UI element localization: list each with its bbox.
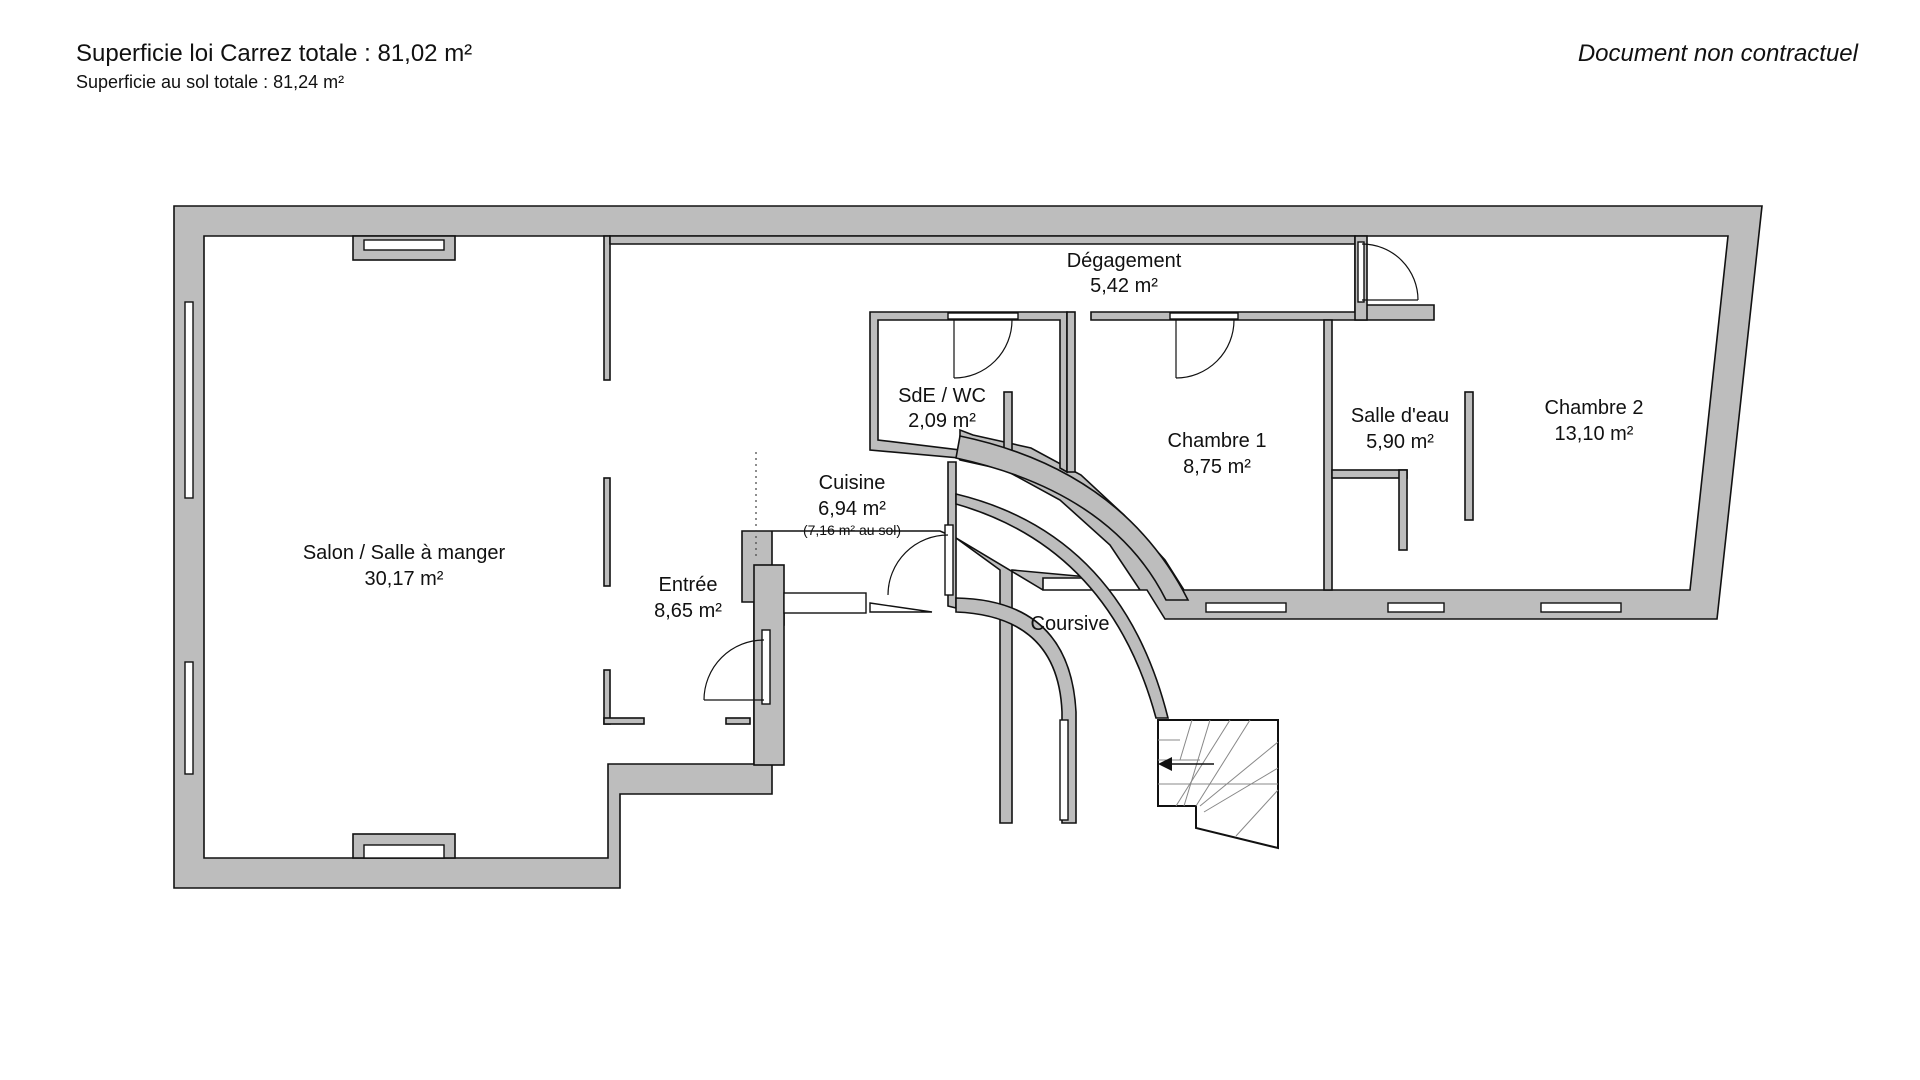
kitchen-counter — [783, 592, 867, 614]
room-area-sde-wc: 2,09 m² — [908, 410, 976, 432]
room-area-chambre2: 13,10 m² — [1555, 423, 1634, 445]
window — [184, 301, 194, 499]
stair-arrow-icon — [1158, 757, 1172, 771]
interior-walls — [603, 235, 1474, 766]
room-area-degagement: 5,42 m² — [1090, 275, 1158, 297]
room-name-salon: Salon / Salle à manger — [303, 542, 506, 564]
room-area-salle-eau: 5,90 m² — [1366, 431, 1434, 453]
stair-step — [1199, 741, 1279, 807]
door-swing — [887, 534, 949, 596]
floor-total-area: Superficie au sol totale : 81,24 m² — [76, 72, 345, 92]
window — [184, 661, 194, 775]
staircase — [1157, 719, 1279, 850]
door-swing — [1175, 319, 1235, 379]
room-area-entree: 8,65 m² — [654, 600, 722, 622]
partition — [1331, 469, 1408, 479]
partition — [1464, 391, 1474, 521]
stair-step — [1203, 767, 1279, 813]
room-labels: Salon / Salle à manger 30,17 m² Dégageme… — [303, 250, 1644, 635]
room-area-chambre1: 8,75 m² — [1183, 456, 1251, 478]
room-area-cuisine: 6,94 m² — [818, 498, 886, 520]
carrez-total-area: Superficie loi Carrez totale : 81,02 m² — [76, 40, 473, 67]
doors — [703, 243, 1419, 701]
window — [1205, 602, 1287, 613]
curved-wall — [955, 492, 1170, 719]
stair-step — [1175, 719, 1231, 807]
partition — [603, 477, 611, 587]
door-frame — [761, 629, 771, 705]
stair-step — [1183, 719, 1211, 807]
door-swing — [1361, 243, 1419, 301]
room-name-sde-wc: SdE / WC — [898, 385, 986, 407]
window — [1540, 602, 1622, 613]
window — [1059, 719, 1069, 821]
window — [1387, 602, 1445, 613]
door-frame — [1357, 241, 1365, 303]
room-name-chambre2: Chambre 2 — [1545, 397, 1644, 419]
window — [363, 844, 445, 859]
stair-step — [1195, 719, 1251, 807]
door-swing — [953, 319, 1013, 379]
door-leaf — [869, 602, 933, 613]
partition — [609, 235, 1435, 321]
partition — [603, 235, 611, 381]
partition — [725, 717, 751, 725]
room-name-coursive: Coursive — [1031, 613, 1110, 635]
partition — [603, 717, 645, 725]
curved-wall — [955, 435, 1190, 601]
stair-step — [1179, 719, 1193, 761]
partition — [603, 669, 611, 725]
room-name-cuisine: Cuisine — [819, 472, 886, 494]
room-name-degagement: Dégagement — [1067, 250, 1182, 272]
room-name-salle-eau: Salle d'eau — [1351, 405, 1449, 427]
door-frame — [947, 312, 1019, 320]
room-name-entree: Entrée — [659, 574, 718, 596]
door-swing — [703, 639, 765, 701]
stair-step — [1235, 789, 1279, 837]
window — [363, 239, 445, 251]
room-area-salon: 30,17 m² — [365, 568, 444, 590]
partition — [1398, 469, 1408, 551]
room-note-cuisine: (7,16 m² au sol) — [803, 522, 901, 538]
coursive-walls — [955, 435, 1190, 824]
door-frame — [944, 524, 954, 596]
door-frame — [1169, 312, 1239, 320]
partition — [1323, 319, 1333, 591]
disclaimer: Document non contractuel — [1577, 40, 1858, 67]
partition — [1066, 311, 1076, 473]
room-name-chambre1: Chambre 1 — [1168, 430, 1267, 452]
